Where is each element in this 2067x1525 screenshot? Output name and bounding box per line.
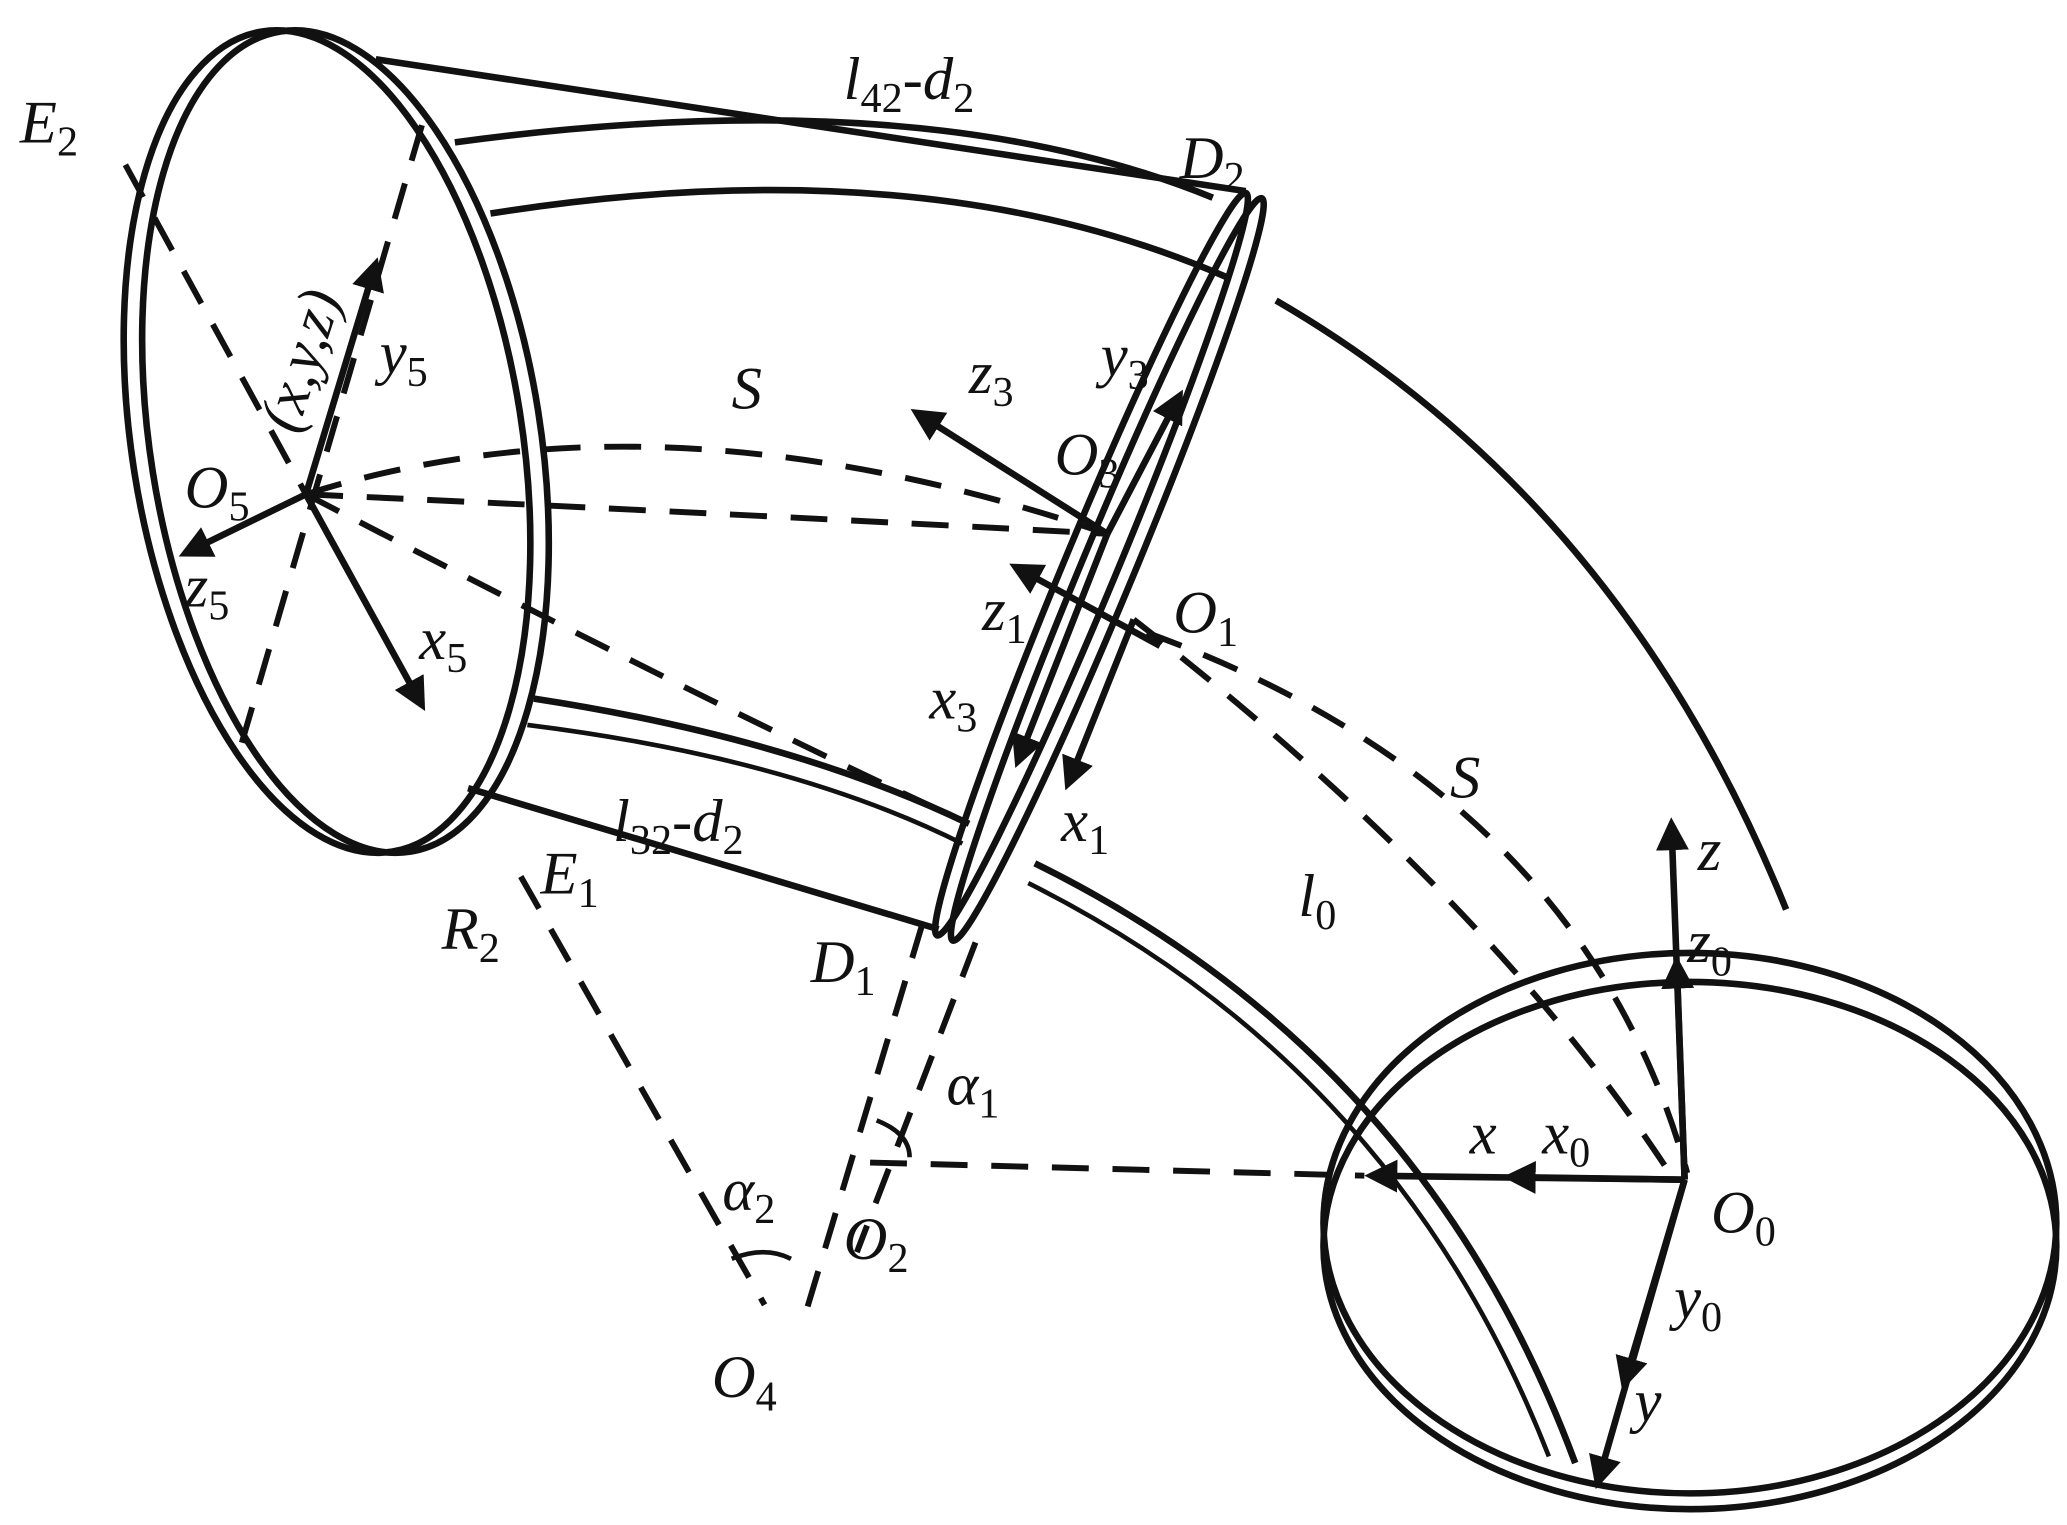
label-alpha1: α1 bbox=[947, 1052, 1000, 1128]
label-R2: R2 bbox=[441, 896, 500, 972]
label-z3: z3 bbox=[968, 340, 1014, 416]
label-l0: l0 bbox=[1298, 863, 1336, 939]
label-l42-d2: l42-d2 bbox=[844, 46, 975, 122]
label-y0: y0 bbox=[1668, 1265, 1722, 1341]
label-S-top: S bbox=[732, 356, 762, 423]
label-O0: O0 bbox=[1711, 1179, 1776, 1255]
cable-l32 bbox=[467, 785, 940, 933]
label-D2: D2 bbox=[1179, 125, 1245, 201]
label-E2: E2 bbox=[19, 89, 78, 165]
tube-body bbox=[454, 117, 1790, 1465]
label-alpha2: α2 bbox=[722, 1157, 775, 1233]
label-D1: D1 bbox=[810, 929, 876, 1005]
label-x1: x1 bbox=[1060, 788, 1109, 864]
label-y3: y3 bbox=[1095, 323, 1149, 399]
label-z: z bbox=[1697, 817, 1722, 884]
label-E1: E1 bbox=[540, 841, 599, 917]
label-xyz: (x,y,z) bbox=[246, 281, 354, 439]
label-z5: z5 bbox=[184, 553, 230, 629]
label-y: y bbox=[1629, 1368, 1662, 1435]
label-x3: x3 bbox=[928, 665, 977, 741]
label-O5: O5 bbox=[185, 454, 250, 530]
label-z1: z1 bbox=[981, 577, 1027, 653]
label-x0: x0 bbox=[1541, 1100, 1590, 1176]
label-y5: y5 bbox=[374, 320, 428, 396]
coordinate-axes bbox=[178, 257, 1695, 1490]
label-O4: O4 bbox=[712, 1344, 777, 1420]
middle-disc bbox=[931, 189, 1268, 944]
label-x5: x5 bbox=[418, 606, 467, 682]
label-O3: O3 bbox=[1055, 422, 1120, 498]
label-S-right: S bbox=[1450, 744, 1480, 811]
label-O2: O2 bbox=[844, 1206, 909, 1282]
cable-l42 bbox=[375, 56, 1247, 195]
end-disc bbox=[120, 27, 553, 857]
label-O1: O1 bbox=[1173, 580, 1238, 656]
construction-lines bbox=[122, 124, 1691, 1319]
label-z0: z0 bbox=[1686, 909, 1732, 985]
label-l32-d2: l32-d2 bbox=[613, 788, 744, 864]
label-x: x bbox=[1469, 1100, 1497, 1167]
